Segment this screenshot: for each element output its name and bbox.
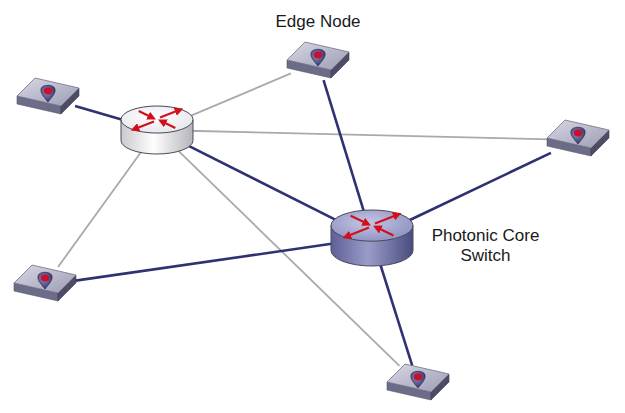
network-link <box>380 263 413 366</box>
edge-node-icon <box>12 263 78 307</box>
network-link <box>324 80 365 213</box>
core-switch: Photonic Core Switch <box>329 208 415 268</box>
switch-label: Photonic Core Switch <box>423 226 548 267</box>
network-link <box>58 151 142 267</box>
edge-node-icon <box>545 118 611 162</box>
network-link <box>75 106 126 121</box>
edge-node-icon <box>385 362 451 406</box>
switch-arrow <box>135 122 154 129</box>
network-link <box>188 73 291 116</box>
switch-arrow <box>139 111 152 117</box>
switch-icon <box>329 208 415 268</box>
switch-arrow <box>160 110 179 117</box>
switch-arrow <box>377 228 393 236</box>
router-node <box>119 104 195 156</box>
network-link <box>72 243 337 281</box>
switch-arrow <box>162 122 175 128</box>
edge-node <box>12 263 78 307</box>
edge-node-icon <box>15 76 81 120</box>
switch-arrow <box>375 215 397 224</box>
switch-arrow <box>351 216 367 224</box>
edge-node <box>15 76 81 120</box>
network-link <box>407 153 551 221</box>
edge-node <box>385 362 451 406</box>
edge-node-icon <box>285 40 351 84</box>
switch-icon <box>119 104 195 156</box>
node-label: Edge Node <box>275 12 360 32</box>
switch-arrow <box>347 228 369 237</box>
edge-node: Edge Node <box>285 40 351 84</box>
edge-node <box>545 118 611 162</box>
network-link <box>188 131 551 140</box>
